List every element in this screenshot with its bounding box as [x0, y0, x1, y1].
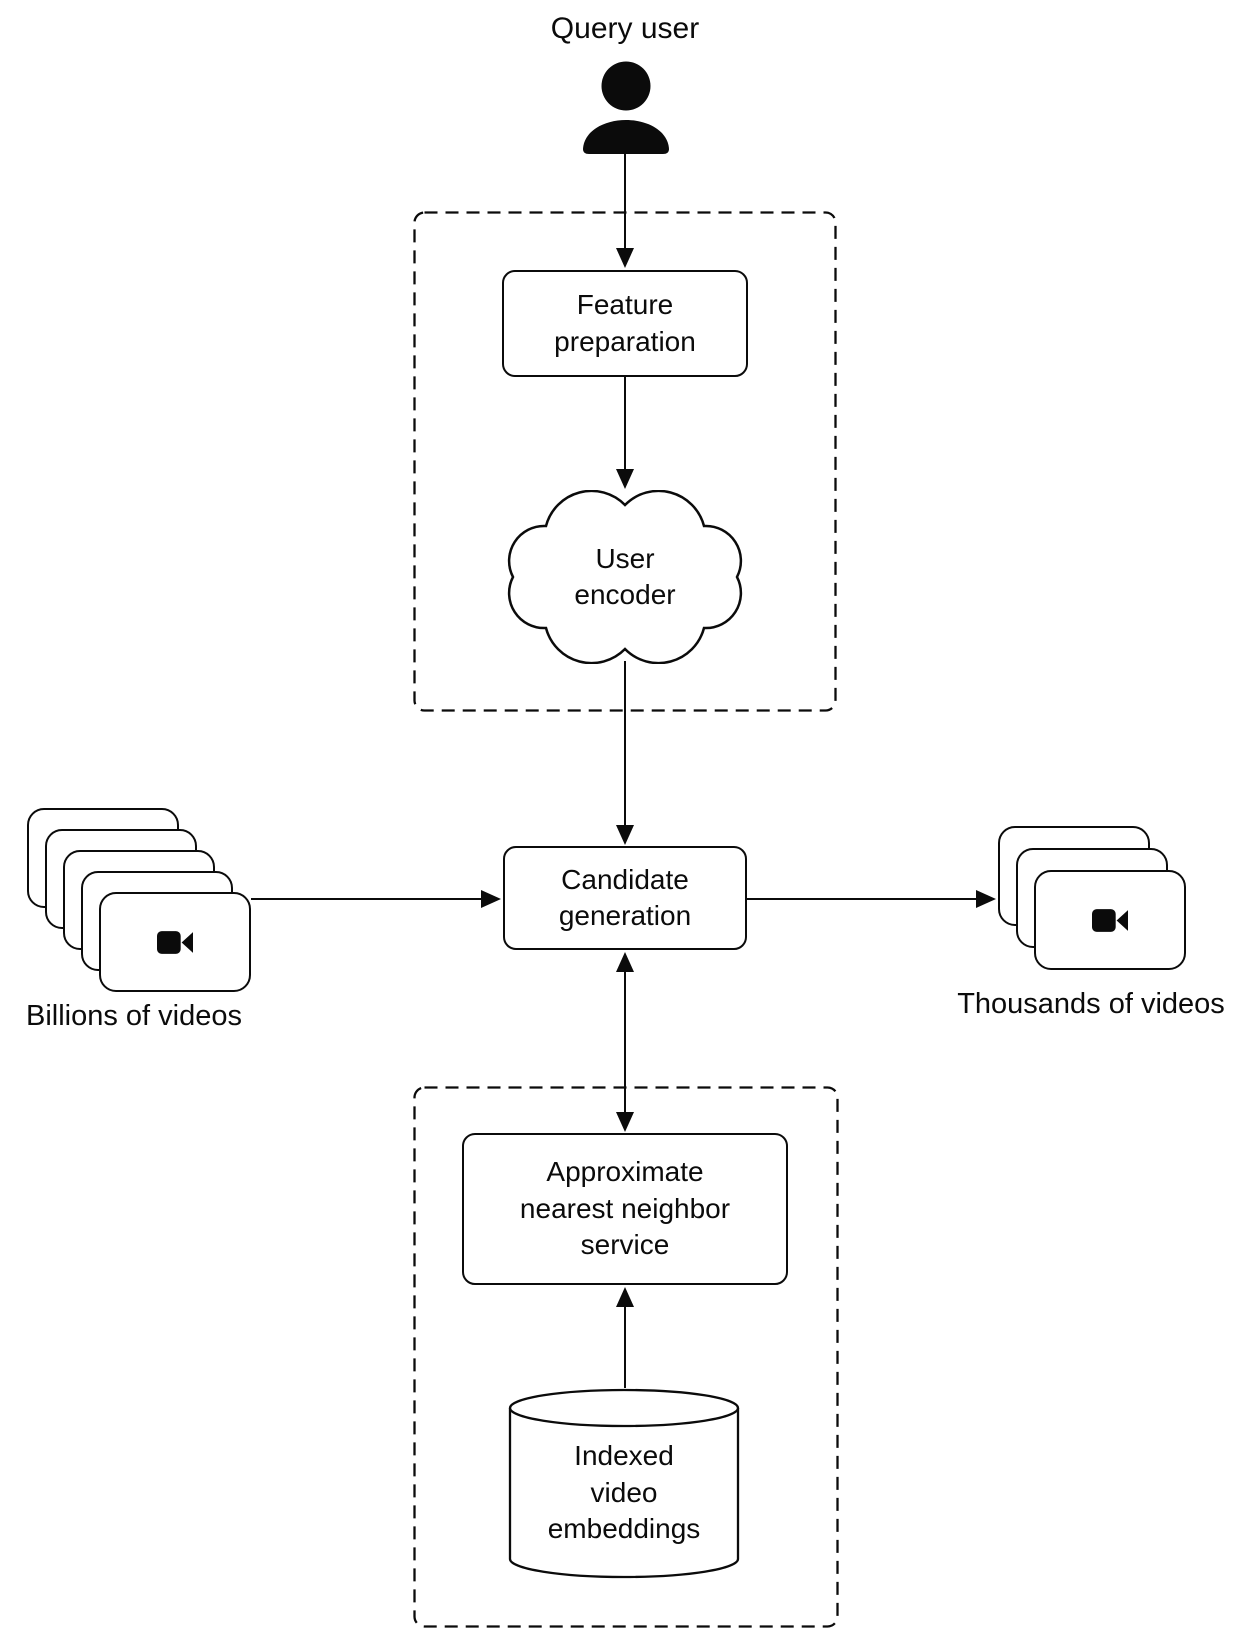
- indexed-embeddings-node: Indexed video embeddings: [507, 1428, 741, 1558]
- dashed-region-ann-pipeline: [413, 1086, 839, 1628]
- billions-of-videos-label: Billions of videos: [26, 1000, 242, 1032]
- indexed-embeddings-label: Indexed video embeddings: [547, 1440, 701, 1545]
- query-user-label: Query user: [550, 12, 700, 45]
- arrow-embeddings-to-ann: [616, 1287, 634, 1388]
- candidate-generation-label: Candidate generation: [558, 863, 692, 932]
- video-card: [1034, 870, 1186, 970]
- arrow-encoder-to-candidate: [616, 661, 634, 845]
- user-encoder-cloud-shape: [507, 490, 743, 664]
- candidate-generation-node: Candidate generation: [503, 846, 747, 950]
- user-encoder-label: User encoder: [574, 542, 676, 611]
- person-icon: [583, 61, 669, 154]
- ann-service-label: Approximate nearest neighbor service: [519, 1156, 731, 1261]
- arrow-billions-to-candidate: [251, 890, 501, 908]
- video-camera-icon: [157, 930, 193, 954]
- thousands-video-stack: [998, 826, 1188, 972]
- indexed-embeddings-cylinder-shape: [508, 1388, 740, 1579]
- video-card: [99, 892, 251, 992]
- video-camera-icon: [1092, 908, 1128, 932]
- arrow-feature-to-encoder: [616, 377, 634, 489]
- feature-preparation-label: Feature preparation: [554, 289, 696, 357]
- billions-video-stack: [27, 808, 253, 994]
- user-encoder-node: User encoder: [497, 490, 753, 664]
- arrow-candidate-to-thousands: [747, 890, 996, 908]
- dashed-region-query-pipeline: [413, 211, 837, 712]
- arrow-user-to-feature: [616, 153, 634, 268]
- feature-preparation-node: Feature preparation: [502, 270, 748, 377]
- thousands-of-videos-label: Thousands of videos: [957, 988, 1225, 1020]
- ann-service-node: Approximate nearest neighbor service: [462, 1133, 788, 1285]
- arrow-candidate-ann-two-way: [616, 952, 634, 1132]
